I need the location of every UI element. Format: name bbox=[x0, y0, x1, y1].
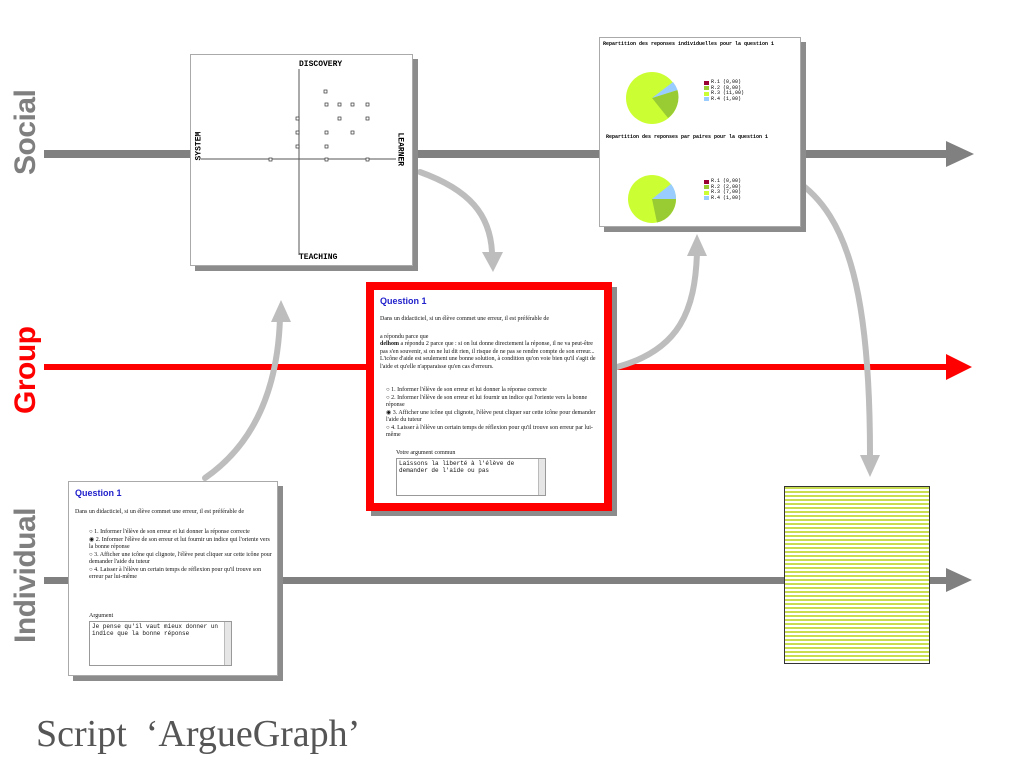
individual-textarea-scrollbar[interactable] bbox=[224, 622, 231, 665]
individual-option-2-label: 2. Informer l'élève de son erreur et lui… bbox=[89, 536, 270, 551]
pie-chart-pairs bbox=[628, 175, 677, 223]
group-option-1[interactable]: ○ 1. Informer l'élève de son erreur et l… bbox=[386, 387, 547, 393]
quadrant-chart bbox=[201, 69, 396, 255]
group-answer-text: a répondu 2 parce que : si on lui donne … bbox=[380, 341, 596, 370]
arrow-stats-to-result bbox=[792, 177, 873, 458]
individual-options-list: ○ 1. Informer l'élève de son erreur et l… bbox=[89, 529, 273, 582]
legend-individual-r2: R.2 (8,00) bbox=[704, 84, 744, 92]
quadrant-label-bottom: TEACHING bbox=[299, 253, 338, 262]
arrow-group-to-stats bbox=[614, 250, 700, 370]
group-argument-value: Laissons la liberté à l'élève de demande… bbox=[399, 460, 515, 474]
group-option-2[interactable]: ○ 2. Informer l'élève de son erreur et l… bbox=[386, 394, 588, 409]
individual-option-2[interactable]: ◉ 2. Informer l'élève de son erreur et l… bbox=[89, 536, 270, 551]
individual-question-intro: Dans un didacticiel, si un élève commet … bbox=[75, 509, 245, 515]
group-question-title: Question 1 bbox=[380, 296, 427, 306]
group-option-4[interactable]: ○ 4. Laisser à l'élève un certain temps … bbox=[386, 424, 593, 439]
legend-pairs-r3-label: R.3 (7,00) bbox=[711, 189, 742, 195]
legend-pairs-r2-label: R.2 (2,00) bbox=[711, 183, 742, 190]
legend-individual-r1-label: R.1 (0,00) bbox=[711, 79, 742, 85]
legend-individual: R.1 (0,00) R.2 (8,00) R.3 (11,00) R.4 (1… bbox=[704, 79, 745, 103]
individual-option-1[interactable]: ○ 1. Informer l'élève de son erreur et l… bbox=[89, 529, 250, 535]
diagram-caption: Script ‘ArgueGraph’ bbox=[36, 713, 361, 755]
arrow-quadrant-to-group bbox=[417, 169, 495, 255]
legend-individual-r3-label: R.3 (11,00) bbox=[711, 90, 745, 96]
individual-timeline-arrow bbox=[44, 568, 972, 592]
individual-question-panel: Question 1 Dans un didacticiel, si un él… bbox=[68, 481, 278, 676]
group-answer-lead: a répondu parce que bbox=[380, 334, 429, 340]
individual-option-1-label: 1. Informer l'élève de son erreur et lui… bbox=[94, 529, 250, 535]
individual-option-4-label: 4. Laisser à l'élève un certain temps de… bbox=[89, 566, 262, 581]
individual-option-4[interactable]: ○ 4. Laisser à l'élève un certain temps … bbox=[89, 566, 262, 581]
group-answer-name: delhom bbox=[380, 341, 400, 347]
arrow-individual-to-quadrant bbox=[202, 315, 283, 481]
group-panel-frame: Question 1 Dans un didacticiel, si un él… bbox=[366, 282, 612, 511]
individual-option-3-label: 3. Afficher une icône qui clignote, l'él… bbox=[89, 551, 272, 566]
group-answer-explanation: delhom a répondu 2 parce que : si on lui… bbox=[380, 341, 598, 371]
group-option-1-label: 1. Informer l'élève de son erreur et lui… bbox=[391, 387, 547, 393]
arrowhead-individual-to-quadrant bbox=[271, 300, 291, 322]
quadrant-label-left: SYSTEM bbox=[194, 131, 204, 161]
legend-individual-r3: R.3 (11,00) bbox=[704, 90, 745, 97]
quadrant-map-panel: DISCOVERY TEACHING SYSTEM LEARNER bbox=[190, 54, 413, 266]
group-option-3-label: 3. Afficher une icône qui clignote, l'él… bbox=[386, 409, 596, 424]
legend-individual-r1: R.1 (0,00) bbox=[704, 79, 744, 86]
stats-panel: Repartition des reponses individuelles p… bbox=[599, 37, 801, 227]
group-option-4-label: 4. Laisser à l'élève un certain temps de… bbox=[386, 424, 593, 439]
individual-argument-textarea[interactable]: Je pense qu'il vaut mieux donner un indi… bbox=[89, 621, 232, 666]
legend-pairs-r4-label: R.4 (1,00) bbox=[711, 194, 742, 201]
group-options-list: ○ 1. Informer l'élève de son erreur et l… bbox=[386, 387, 598, 440]
individual-option-3[interactable]: ○ 3. Afficher une icône qui clignote, l'… bbox=[89, 551, 272, 566]
pie-chart-individual bbox=[626, 72, 679, 124]
individual-result-block bbox=[784, 486, 930, 664]
legend-pairs-r3: R.3 (7,00) bbox=[704, 189, 742, 196]
legend-individual-r4-label: R.4 (1,00) bbox=[711, 95, 742, 102]
stats-title-pairs: Repartition des reponses par paires pour… bbox=[606, 134, 769, 140]
individual-question-title: Question 1 bbox=[75, 488, 122, 498]
group-option-3[interactable]: ◉ 3. Afficher une icône qui clignote, l'… bbox=[386, 409, 596, 424]
stats-title-individual: Repartition des reponses individuelles p… bbox=[603, 41, 775, 47]
legend-pairs-r4: R.4 (1,00) bbox=[704, 194, 742, 202]
group-question-intro: Dans un didacticiel, si un élève commet … bbox=[380, 316, 550, 322]
legend-individual-r2-label: R.2 (8,00) bbox=[711, 84, 742, 91]
group-option-2-label: 2. Informer l'élève de son erreur et lui… bbox=[386, 394, 588, 409]
arrowhead-group-to-stats bbox=[687, 234, 707, 256]
individual-field-label: Argument bbox=[89, 613, 114, 619]
quadrant-label-top: DISCOVERY bbox=[299, 60, 343, 69]
quadrant-label-right: LEARNER bbox=[395, 132, 405, 167]
legend-pairs-r1-label: R.1 (0,00) bbox=[711, 178, 742, 184]
group-question-panel: Question 1 Dans un didacticiel, si un él… bbox=[374, 290, 604, 503]
legend-pairs-r1: R.1 (0,00) bbox=[704, 178, 742, 185]
group-argument-textarea[interactable]: Laissons la liberté à l'élève de demande… bbox=[396, 458, 546, 496]
individual-argument-value: Je pense qu'il vaut mieux donner un indi… bbox=[92, 623, 219, 637]
legend-pairs: R.1 (0,00) R.2 (2,00) R.3 (7,00) R.4 (1,… bbox=[704, 178, 742, 202]
arrowhead-quadrant-to-group bbox=[482, 252, 503, 272]
group-textarea-scrollbar[interactable] bbox=[538, 459, 545, 495]
group-field-label: Votre argument commun bbox=[396, 450, 456, 456]
legend-pairs-r2: R.2 (2,00) bbox=[704, 183, 742, 191]
legend-individual-r4: R.4 (1,00) bbox=[704, 95, 744, 103]
social-timeline-arrow bbox=[44, 141, 974, 167]
arrowhead-stats-to-result bbox=[860, 455, 880, 477]
